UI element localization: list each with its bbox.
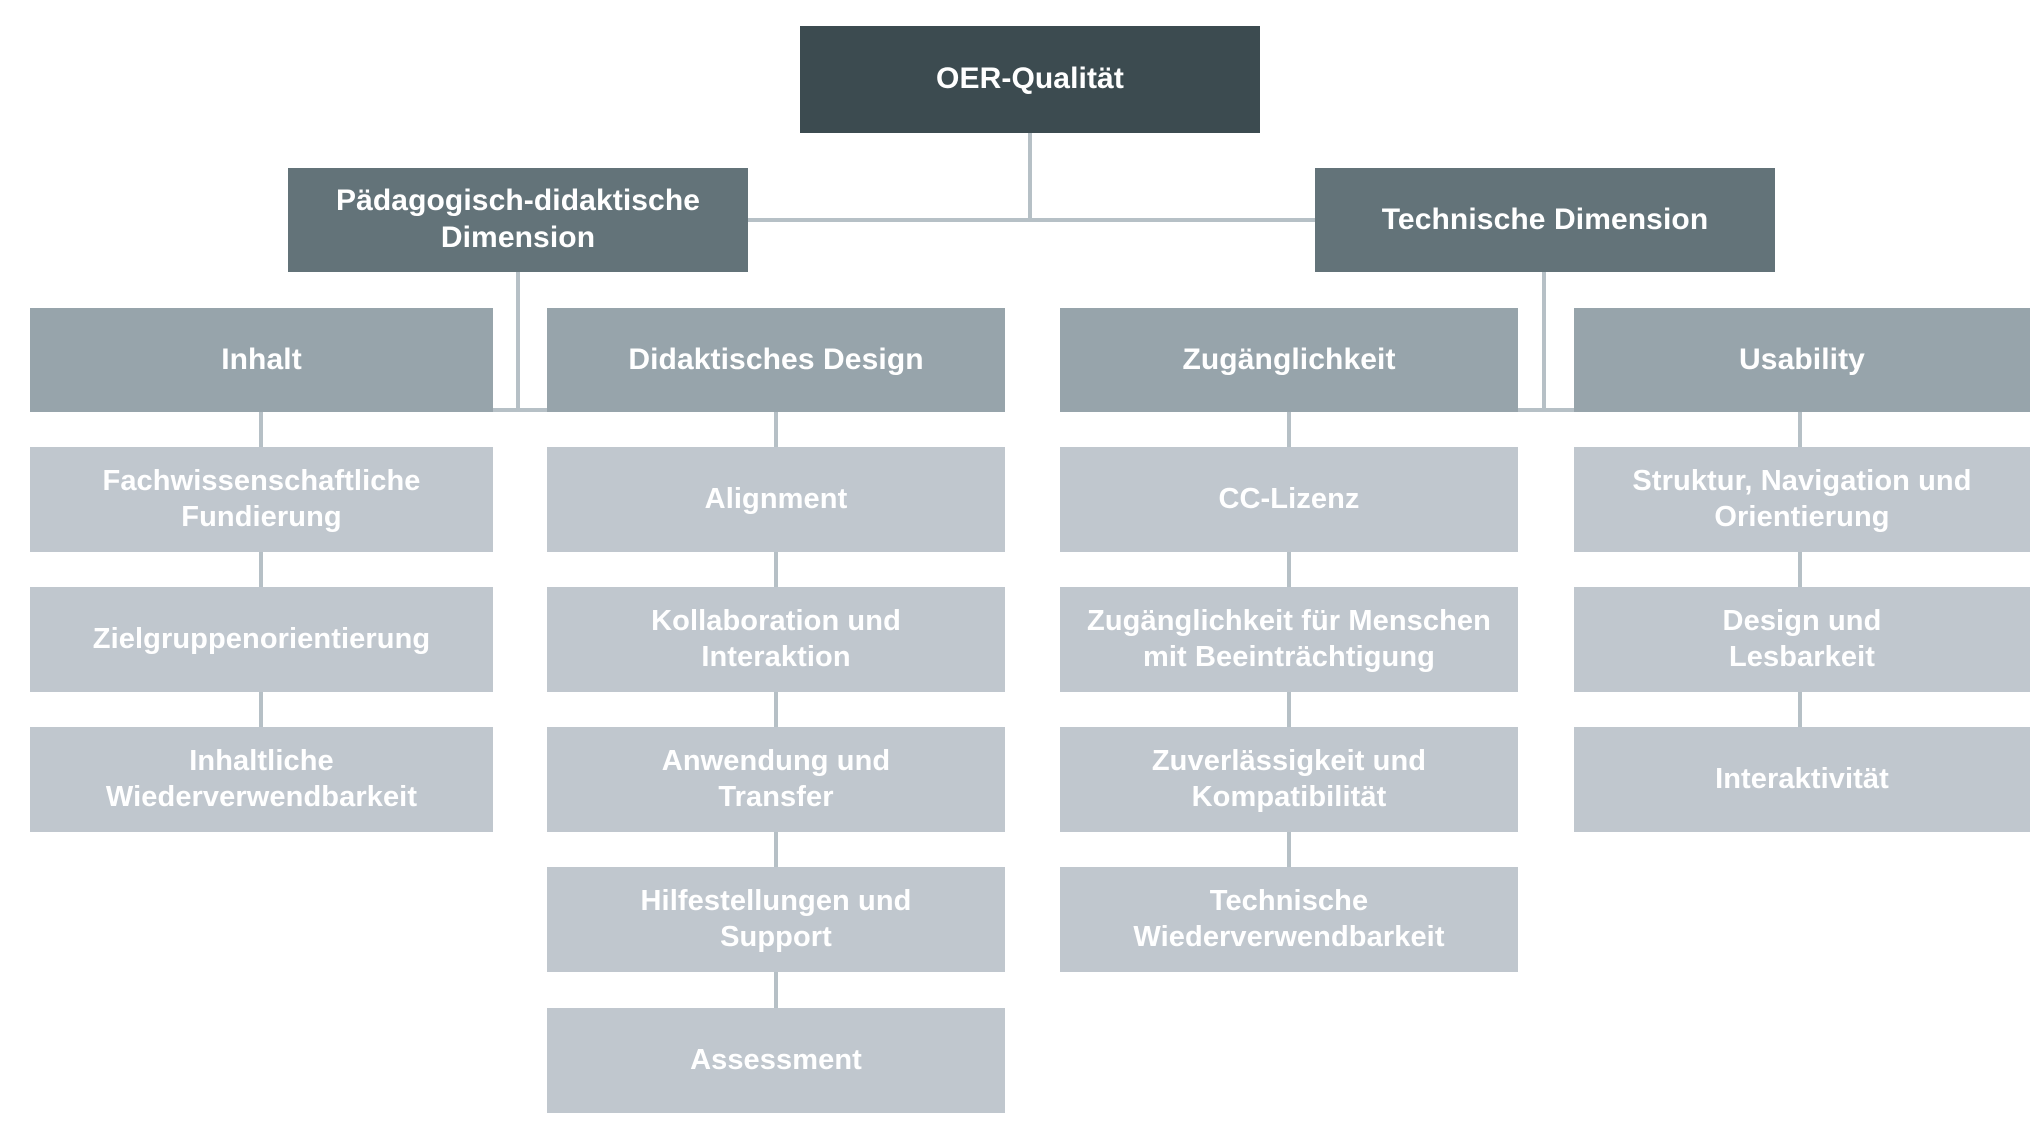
connector-col4-stem-3 [1798,691,1802,728]
node-criterion-label-line2: mit Beeinträchtigung [1142,640,1435,673]
node-criterion-label-line1: Anwendung und [661,745,891,778]
node-criterion-label-line2: Wiederverwendbarkeit [1133,920,1445,953]
node-criterion-struktur-navigation-und-orientierung[interactable]: Struktur, Navigation und Orientierung [1574,447,2030,552]
node-criterion-cc-lizenz[interactable]: CC-Lizenz [1060,447,1518,552]
node-criterion-label-line1: Zugänglichkeit für Menschen [1087,605,1491,638]
connector-col2-stem-3 [774,691,778,728]
node-criterion-label-line2: Orientierung [1714,500,1890,533]
node-criterion-label-line2: Support [720,920,832,953]
node-criterion-interaktivitaet[interactable]: Interaktivität [1574,727,2030,832]
node-category-zugaenglichkeit[interactable]: Zugänglichkeit [1060,308,1518,412]
node-criterion-label-line1: CC-Lizenz [1218,482,1360,515]
node-criterion-label-line1: Zuverlässigkeit und [1151,745,1427,778]
node-criterion-label-line1: Hilfestellungen und [640,885,912,918]
connector-col1-stem-1 [259,412,263,448]
connector-left-dimension-vertical [516,272,520,410]
node-criterion-label-line1: Kollaboration und [651,605,901,638]
connector-left-category-spine [493,408,550,412]
node-criterion-label-line2: Wiederverwendbarkeit [105,780,418,813]
node-criterion-inhaltliche-wiederverwendbarkeit[interactable]: Inhaltliche Wiederverwendbarkeit [30,727,493,832]
node-criterion-label-line1: Interaktivität [1715,762,1889,795]
node-dimension-label-line1: Technische Dimension [1381,202,1709,236]
connector-col2-stem-1 [774,412,778,448]
node-category-didaktisches-design[interactable]: Didaktisches Design [547,308,1005,412]
node-criterion-label-line2: Interaktion [701,640,851,673]
node-criterion-label-line2: Kompatibilität [1191,780,1387,813]
node-root-label: OER-Qualität [936,62,1124,96]
connector-col3-stem-2 [1287,552,1291,588]
connector-col3-stem-3 [1287,691,1291,728]
node-criterion-zielgruppenorientierung[interactable]: Zielgruppenorientierung [30,587,493,692]
node-dimension-label-line1: Pädagogisch-didaktische [335,184,701,218]
node-dimension-technische[interactable]: Technische Dimension [1315,168,1775,272]
node-criterion-fachwissenschaftliche-fundierung[interactable]: Fachwissenschaftliche Fundierung [30,447,493,552]
node-criterion-anwendung-und-transfer[interactable]: Anwendung und Transfer [547,727,1005,832]
node-criterion-label-line1: Technische [1209,885,1369,918]
node-criterion-kollaboration-und-interaktion[interactable]: Kollaboration und Interaktion [547,587,1005,692]
node-category-inhalt[interactable]: Inhalt [30,308,493,412]
node-criterion-zugaenglichkeit-fuer-menschen-mit-beeintraechtigung[interactable]: Zugänglichkeit für Menschen mit Beeinträ… [1060,587,1518,692]
node-dimension-label-line2: Dimension [440,221,596,254]
node-criterion-design-und-lesbarkeit[interactable]: Design und Lesbarkeit [1574,587,2030,692]
connector-col3-stem-4 [1287,831,1291,868]
node-category-label: Usability [1739,342,1865,376]
node-criterion-label-line2: Transfer [718,780,834,813]
connector-col3-stem-1 [1287,412,1291,448]
node-category-label: Zugänglichkeit [1182,342,1396,376]
node-criterion-label-line1: Fachwissenschaftliche [102,465,421,498]
connector-col2-stem-2 [774,552,778,588]
node-criterion-label-line1: Assessment [690,1043,862,1076]
node-criterion-label-line1: Inhaltliche [189,745,334,778]
node-dimension-paedagogisch-didaktisch[interactable]: Pädagogisch-didaktische Dimension [288,168,748,272]
connector-col2-stem-4 [774,831,778,868]
node-category-usability[interactable]: Usability [1574,308,2030,412]
node-category-label: Didaktisches Design [628,342,924,376]
node-criterion-technische-wiederverwendbarkeit[interactable]: Technische Wiederverwendbarkeit [1060,867,1518,972]
connector-root-vertical [1028,133,1032,220]
connector-col1-stem-3 [259,691,263,728]
connector-col1-stem-2 [259,552,263,588]
connector-col4-stem-2 [1798,552,1802,588]
node-criterion-label-line1: Zielgruppenorientierung [92,622,431,655]
node-criterion-alignment[interactable]: Alignment [547,447,1005,552]
connector-col2-stem-5 [774,971,778,1008]
connector-right-category-spine [1518,408,1574,412]
node-criterion-label-line1: Design und [1722,605,1882,638]
connector-right-dimension-vertical [1542,272,1546,410]
connector-dimension-spine [748,218,1315,222]
node-criterion-label-line1: Struktur, Navigation und [1632,465,1972,498]
node-criterion-label-line1: Alignment [704,482,848,515]
node-criterion-hilfestellungen-und-support[interactable]: Hilfestellungen und Support [547,867,1005,972]
node-criterion-assessment[interactable]: Assessment [547,1008,1005,1113]
node-criterion-zuverlaessigkeit-und-kompatibilitaet[interactable]: Zuverlässigkeit und Kompatibilität [1060,727,1518,832]
node-criterion-label-line2: Lesbarkeit [1728,640,1876,673]
connector-col4-stem-1 [1798,412,1802,448]
node-criterion-label-line2: Fundierung [181,500,342,533]
node-category-label: Inhalt [221,342,302,376]
node-root-oer-qualitaet[interactable]: OER-Qualität [800,26,1260,133]
